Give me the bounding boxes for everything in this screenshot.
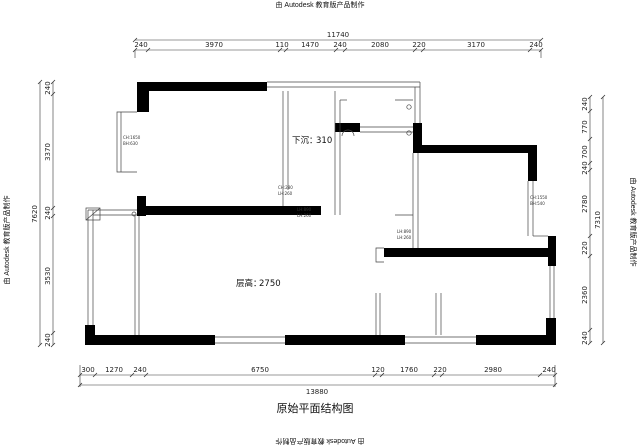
bottom-dim-2: 1270 <box>105 366 123 374</box>
right-total-dim: 7310 <box>594 211 602 229</box>
bottom-dim-9: 240 <box>542 366 555 374</box>
thin-partitions <box>85 81 555 344</box>
watermark-top: 由 Autodesk 教育版产品制作 <box>275 0 364 9</box>
top-dim-3: 110 <box>275 41 288 49</box>
beam-label-4: LH:260 <box>297 213 312 218</box>
structural-walls <box>85 82 556 345</box>
left-dim-5: 240 <box>44 333 52 346</box>
bottom-dim-3: 240 <box>133 366 146 374</box>
top-dim-4: 1470 <box>301 41 319 49</box>
annotation-labels: CH:1650 BH:630 CH:280 LH:260 LH:890 LH:2… <box>123 135 548 289</box>
window-right-label-2: BH:540 <box>530 201 545 206</box>
watermark-bottom: 由 Autodesk 教育版产品制作 <box>275 437 364 446</box>
top-dim-5: 240 <box>333 41 346 49</box>
right-dim-3: 700 <box>581 145 589 158</box>
window-left-label-1: CH:1650 <box>123 135 141 140</box>
beam-label-1: CH:280 <box>278 185 293 190</box>
right-dim-8: 240 <box>581 331 589 344</box>
bottom-total-dim: 13880 <box>306 388 328 396</box>
beam-label-5: LH:890 <box>397 229 412 234</box>
beam-label-2: LH:260 <box>278 191 293 196</box>
right-dim-6: 220 <box>581 241 589 254</box>
left-dim-3: 240 <box>44 206 52 219</box>
beam-label-3: LH:890 <box>297 207 312 212</box>
right-dim-2: 770 <box>581 120 589 133</box>
watermark-left: 由 Autodesk 教育版产品制作 <box>2 195 11 284</box>
window-right-label-1: CH:1550 <box>530 195 548 200</box>
right-dim-7: 2360 <box>581 286 589 304</box>
left-dim-4: 3530 <box>44 267 52 285</box>
right-dim-5: 2780 <box>581 195 589 213</box>
bottom-dim-6: 1760 <box>400 366 418 374</box>
bottom-dim-1: 300 <box>81 366 94 374</box>
bottom-dim-8: 2980 <box>484 366 502 374</box>
top-dim-8: 3170 <box>467 41 485 49</box>
beam-label-6: LH:260 <box>397 235 412 240</box>
watermark-right: 由 Autodesk 教育版产品制作 <box>629 177 638 266</box>
sunken-value: 310 <box>316 136 332 146</box>
right-dim-4: 240 <box>581 161 589 174</box>
top-dim-2: 3970 <box>205 41 223 49</box>
top-dim-1: 240 <box>134 41 147 49</box>
right-dim-1: 240 <box>581 97 589 110</box>
top-total-dim: 11740 <box>327 31 349 39</box>
drawing-title: 原始平面结构图 <box>277 401 354 415</box>
left-total-dim: 7620 <box>31 205 39 223</box>
bottom-dim-4: 6750 <box>251 366 269 374</box>
window-left-label-2: BH:630 <box>123 141 138 146</box>
left-dimension-chain: 240 3370 240 3530 240 7620 <box>31 79 56 348</box>
right-dimension-chain: 240 770 700 240 2780 220 2360 240 7310 <box>581 94 606 346</box>
bottom-dim-7: 220 <box>433 366 446 374</box>
top-dimension-chain: 11740 240 3970 110 1470 240 2080 220 317… <box>132 31 544 58</box>
top-dim-6: 2080 <box>371 41 389 49</box>
bottom-dimension-chain: 300 1270 240 6750 120 1760 220 2980 240 … <box>77 365 558 396</box>
bottom-dim-5: 120 <box>371 366 384 374</box>
left-dim-2: 3370 <box>44 143 52 161</box>
top-dim-9: 240 <box>529 41 542 49</box>
left-dim-1: 240 <box>44 81 52 94</box>
sunken-label: 下沉： <box>292 136 318 146</box>
floor-height-label: 层高： <box>236 278 262 289</box>
floor-height-value: 2750 <box>259 279 281 289</box>
top-dim-7: 220 <box>412 41 425 49</box>
